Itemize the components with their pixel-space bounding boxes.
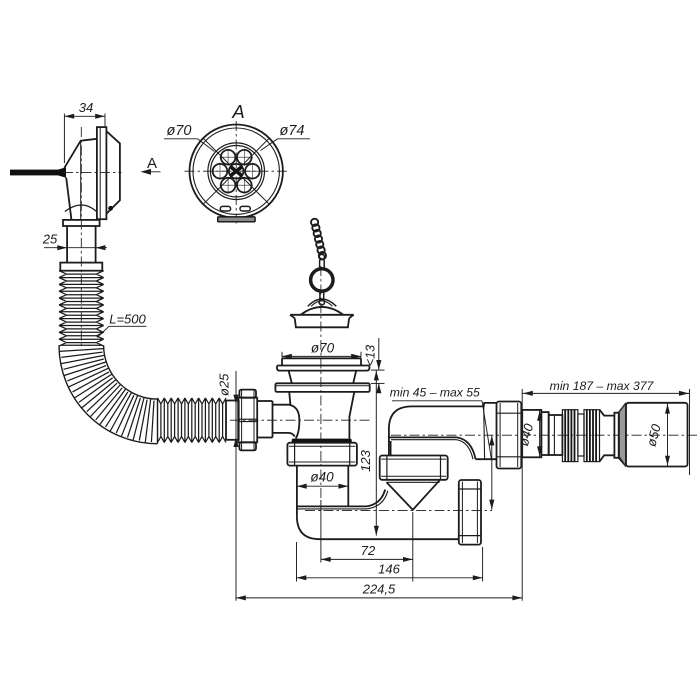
- svg-text:min 45 – max 55: min 45 – max 55: [390, 386, 480, 400]
- svg-text:25: 25: [42, 232, 58, 247]
- svg-text:146: 146: [378, 562, 400, 577]
- svg-text:ø74: ø74: [280, 123, 305, 139]
- svg-text:A: A: [147, 155, 157, 172]
- svg-text:min 187 – max 377: min 187 – max 377: [550, 379, 655, 393]
- svg-text:ø50: ø50: [644, 422, 664, 448]
- svg-text:ø70: ø70: [167, 123, 192, 139]
- svg-text:ø40: ø40: [516, 421, 536, 447]
- svg-text:A: A: [231, 101, 244, 122]
- svg-text:224,5: 224,5: [362, 582, 396, 597]
- svg-text:<13: <13: [364, 345, 378, 366]
- svg-text:123: 123: [358, 449, 373, 471]
- svg-text:34: 34: [79, 100, 93, 115]
- svg-text:72: 72: [361, 543, 376, 558]
- svg-text:ø25: ø25: [217, 373, 232, 396]
- svg-text:ø40: ø40: [310, 470, 334, 485]
- svg-text:L=500: L=500: [109, 312, 146, 327]
- svg-text:ø70: ø70: [311, 341, 335, 356]
